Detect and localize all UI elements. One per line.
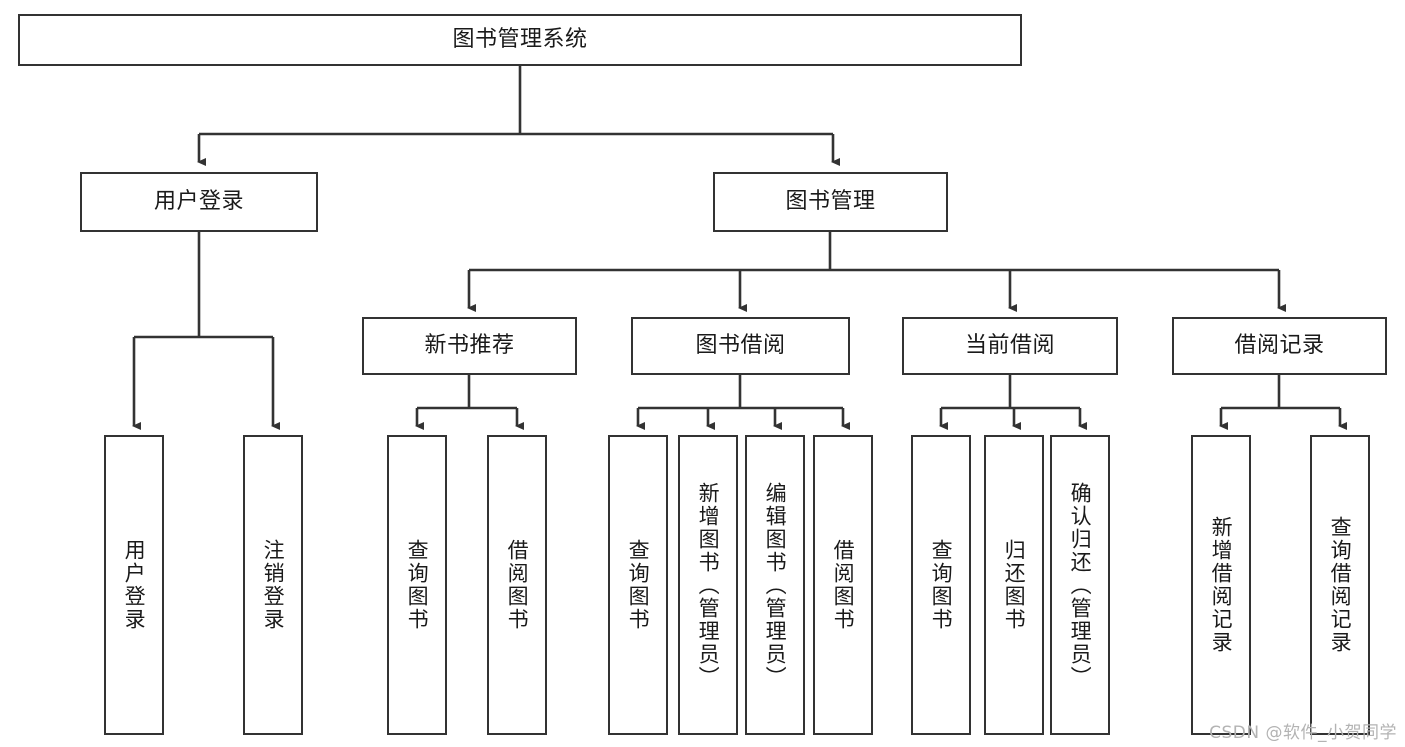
node-leaf-query-book-3[interactable]: 查询图书 — [911, 435, 971, 735]
node-book-manage[interactable]: 图书管理 — [713, 172, 948, 232]
node-leaf-query-book-1[interactable]: 查询图书 — [387, 435, 447, 735]
node-new-book-rec[interactable]: 新书推荐 — [362, 317, 577, 375]
node-leaf-user-login-label: 用户登录 — [122, 539, 147, 631]
node-root[interactable]: 图书管理系统 — [18, 14, 1022, 66]
node-leaf-query-book-2[interactable]: 查询图书 — [608, 435, 668, 735]
node-leaf-add-book[interactable]: 新增图书（管理员） — [678, 435, 738, 735]
node-borrow-record[interactable]: 借阅记录 — [1172, 317, 1387, 375]
node-leaf-borrow-book-1-label: 借阅图书 — [505, 539, 530, 631]
watermark: CSDN @软件_小贺同学 — [1209, 723, 1397, 743]
node-current-borrow[interactable]: 当前借阅 — [902, 317, 1118, 375]
node-leaf-query-record-label: 查询借阅记录 — [1328, 516, 1353, 654]
node-leaf-add-record-label: 新增借阅记录 — [1209, 516, 1234, 654]
node-leaf-confirm-return-label: 确认归还（管理员） — [1068, 481, 1093, 689]
node-user-login[interactable]: 用户登录 — [80, 172, 318, 232]
node-book-borrow-label: 图书借阅 — [695, 333, 786, 359]
node-leaf-logout[interactable]: 注销登录 — [243, 435, 303, 735]
node-leaf-add-record[interactable]: 新增借阅记录 — [1191, 435, 1251, 735]
node-leaf-borrow-book-2[interactable]: 借阅图书 — [813, 435, 873, 735]
node-leaf-query-book-1-label: 查询图书 — [405, 539, 430, 631]
node-leaf-query-record[interactable]: 查询借阅记录 — [1310, 435, 1370, 735]
node-new-book-rec-label: 新书推荐 — [424, 333, 515, 359]
node-user-login-label: 用户登录 — [153, 189, 244, 215]
node-leaf-borrow-book-2-label: 借阅图书 — [831, 539, 856, 631]
node-current-borrow-label: 当前借阅 — [964, 333, 1055, 359]
node-book-manage-label: 图书管理 — [785, 189, 876, 215]
node-leaf-logout-label: 注销登录 — [261, 539, 286, 631]
node-leaf-query-book-3-label: 查询图书 — [929, 539, 954, 631]
node-leaf-user-login[interactable]: 用户登录 — [104, 435, 164, 735]
node-book-borrow[interactable]: 图书借阅 — [631, 317, 850, 375]
node-leaf-borrow-book-1[interactable]: 借阅图书 — [487, 435, 547, 735]
node-leaf-add-book-label: 新增图书（管理员） — [696, 481, 721, 689]
node-leaf-query-book-2-label: 查询图书 — [626, 539, 651, 631]
node-leaf-return-book[interactable]: 归还图书 — [984, 435, 1044, 735]
node-leaf-edit-book[interactable]: 编辑图书（管理员） — [745, 435, 805, 735]
node-leaf-return-book-label: 归还图书 — [1002, 539, 1027, 631]
node-root-label: 图书管理系统 — [452, 27, 588, 53]
node-leaf-edit-book-label: 编辑图书（管理员） — [763, 481, 788, 689]
node-leaf-confirm-return[interactable]: 确认归还（管理员） — [1050, 435, 1110, 735]
node-borrow-record-label: 借阅记录 — [1234, 333, 1325, 359]
